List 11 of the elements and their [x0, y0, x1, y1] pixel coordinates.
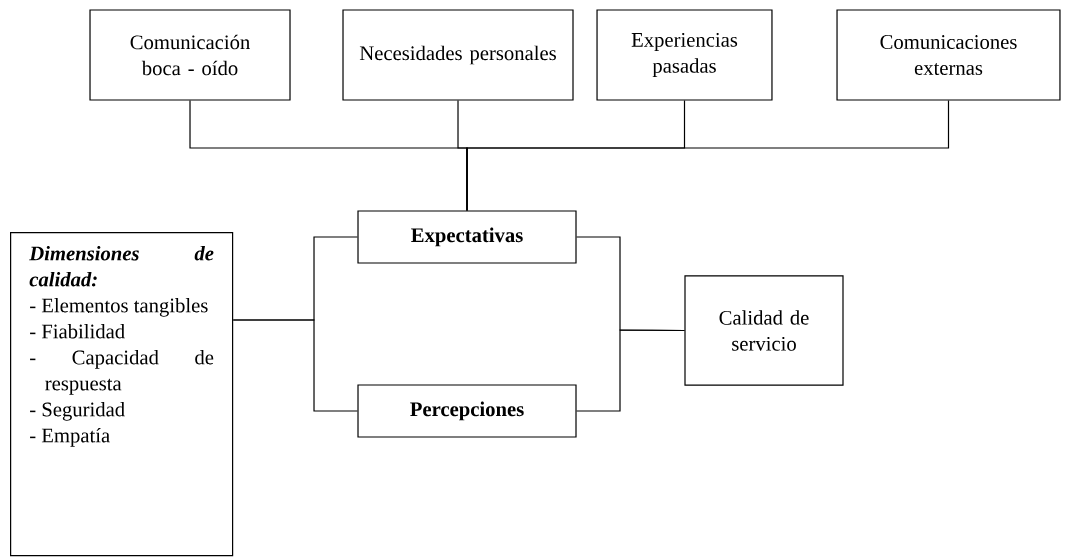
- concept-box: Experiencias pasadas: [596, 9, 773, 101]
- concept-box: Necesidades personales: [342, 9, 574, 101]
- connector-line: [232, 319, 358, 412]
- concept-box: Percepciones: [357, 384, 577, 438]
- concept-box: Comunicación boca - oído: [89, 9, 291, 101]
- connector-line: [576, 329, 685, 412]
- concept-box: Comunicaciones externas: [836, 9, 1061, 101]
- concept-box: Calidad de servicio: [684, 275, 844, 386]
- concept-box: Expectativas: [357, 210, 577, 264]
- connector-line: [466, 100, 950, 211]
- text-box: Dimensiones de calidad: - Elementos tangibles - Fiabilidad - Capacidad de respuesta - Seguridad - Empatía: [10, 232, 234, 557]
